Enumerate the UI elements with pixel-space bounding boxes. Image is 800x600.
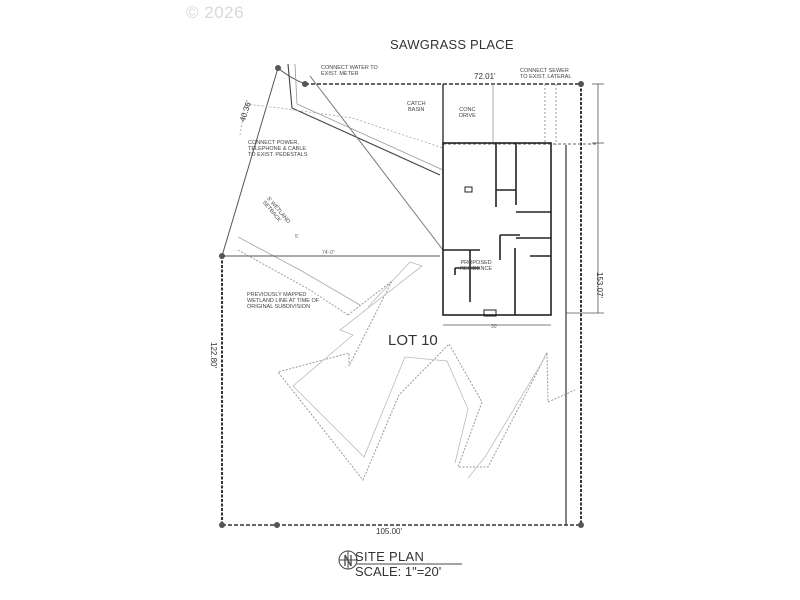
proposed-residence-label: PROPOSED RESIDENCE xyxy=(460,260,493,272)
right-side-dimension: 153.07' xyxy=(595,272,604,298)
drawing-title: SITE PLAN xyxy=(355,549,425,564)
connect-water-note: CONNECT WATER TO EXIST. METER xyxy=(321,65,378,77)
north-arrow-icon xyxy=(338,550,358,570)
wetland-line xyxy=(277,280,576,481)
copyright-watermark: © 2026 xyxy=(186,3,245,22)
curve-property-line xyxy=(277,67,306,85)
catch-basin-note: CATCH BASIN xyxy=(407,101,426,113)
residence-footprint xyxy=(442,142,552,317)
side-setback-dimension: 74'-0" xyxy=(322,250,335,256)
wetland-offset-dimension: 5' xyxy=(295,234,299,240)
angled-property-line xyxy=(221,67,279,257)
front-dimension: 72.01' xyxy=(474,72,496,81)
rear-dimension: 105.00' xyxy=(376,527,402,536)
left-side-dimension: 122.80' xyxy=(209,342,218,368)
connect-power-note: CONNECT POWER, TELEPHONE & CABLE TO EXIS… xyxy=(248,140,308,158)
drawing-scale: SCALE: 1"=20' xyxy=(355,564,442,579)
lot-label: LOT 10 xyxy=(388,332,438,349)
previously-mapped-note: PREVIOUSLY MAPPED WETLAND LINE AT TIME O… xyxy=(247,292,320,310)
connect-sewer-note: CONNECT SEWER TO EXIST. LATERAL xyxy=(520,68,572,80)
street-name: SAWGRASS PLACE xyxy=(390,37,514,52)
house-width-dimension: 30' xyxy=(491,324,498,330)
conc-drive-note: CONC DRIVE xyxy=(459,107,476,119)
